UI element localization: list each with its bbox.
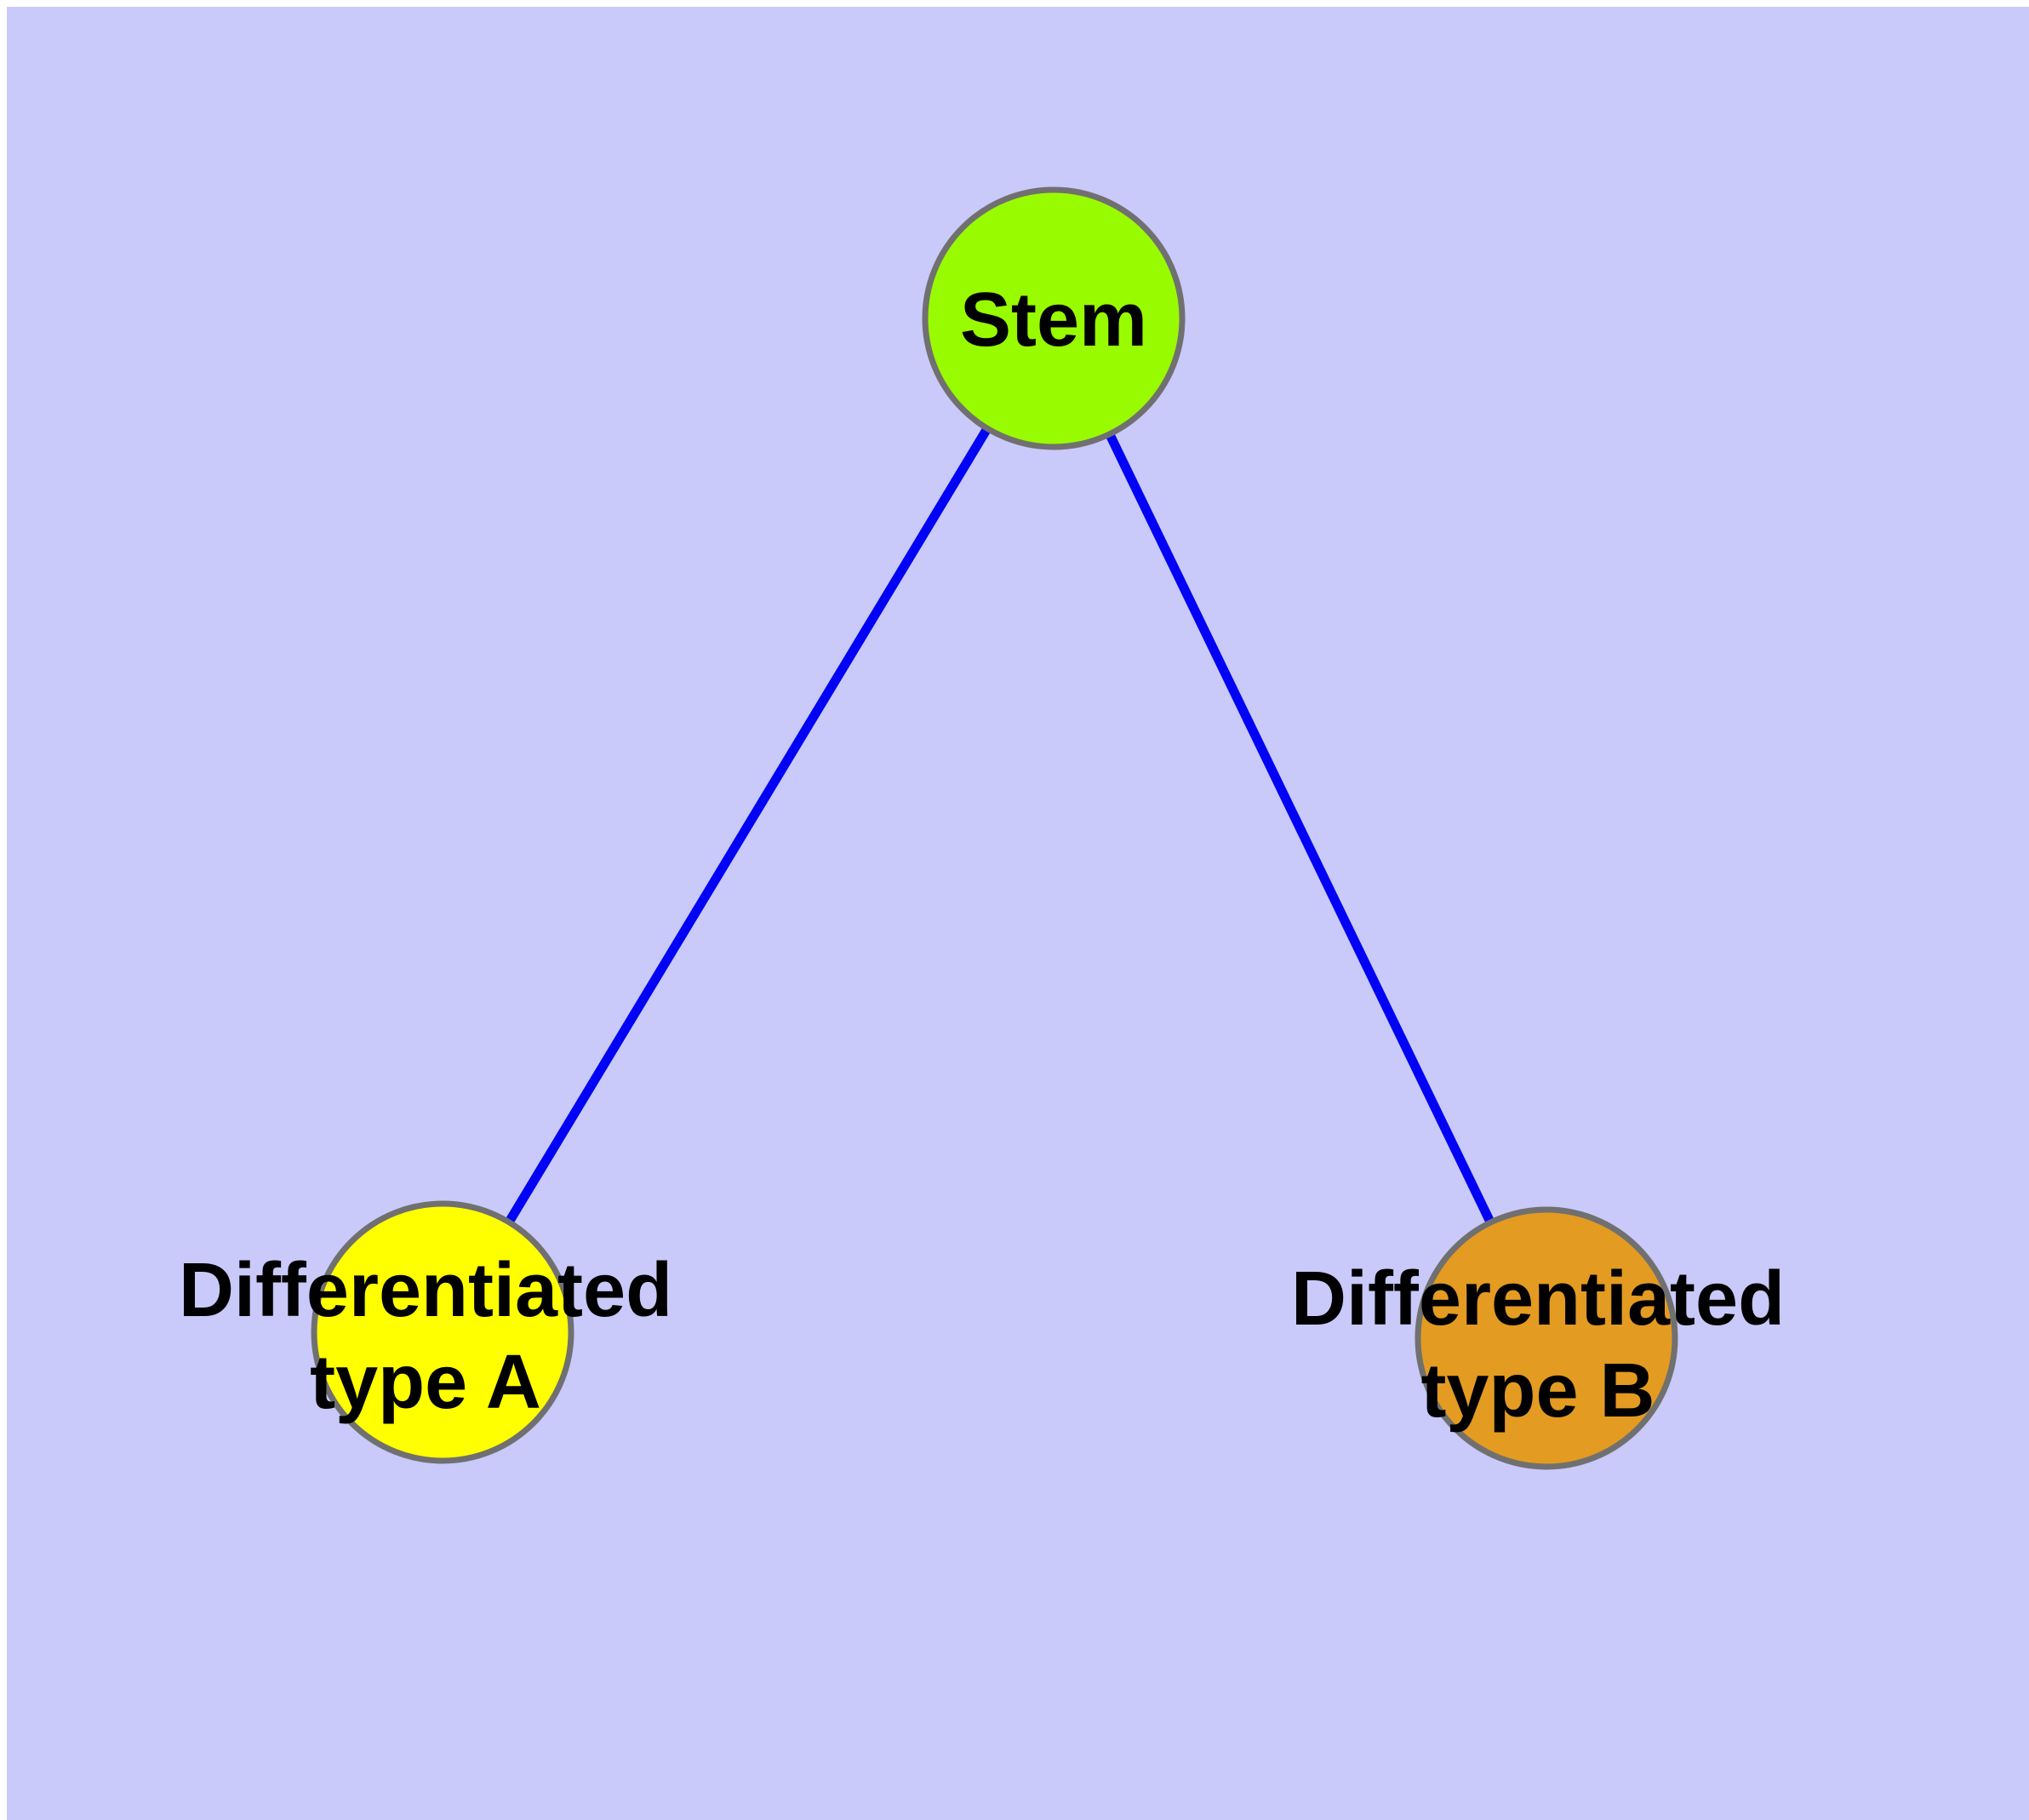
node-differentiated-type-a-circle	[311, 1200, 574, 1464]
node-differentiated-type-b-circle	[1415, 1206, 1678, 1470]
node-differentiated-type-a-label: Differentiated type A	[178, 1248, 673, 1425]
frame-edge-left	[0, 0, 7, 1820]
node-differentiated-type-b-label: Differentiated type B	[1290, 1256, 1786, 1434]
edge-stem-to-type-a	[438, 316, 1058, 1335]
edge-stem-to-type-b	[1049, 316, 1551, 1341]
node-stem-circle	[922, 186, 1186, 450]
node-stem-label: Stem	[959, 278, 1148, 363]
frame-edge-top	[0, 0, 2029, 7]
